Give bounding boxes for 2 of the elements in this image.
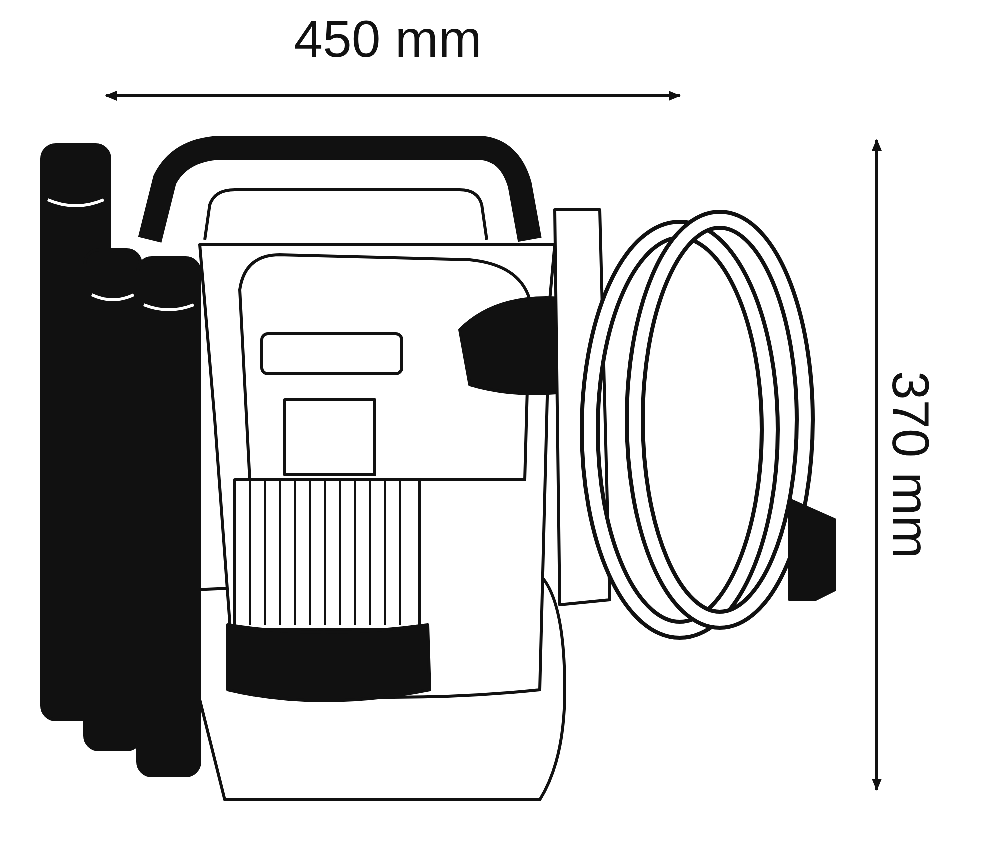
dimension-label: 450 mm (294, 14, 482, 66)
dimension-label: 370 mm (884, 371, 936, 559)
